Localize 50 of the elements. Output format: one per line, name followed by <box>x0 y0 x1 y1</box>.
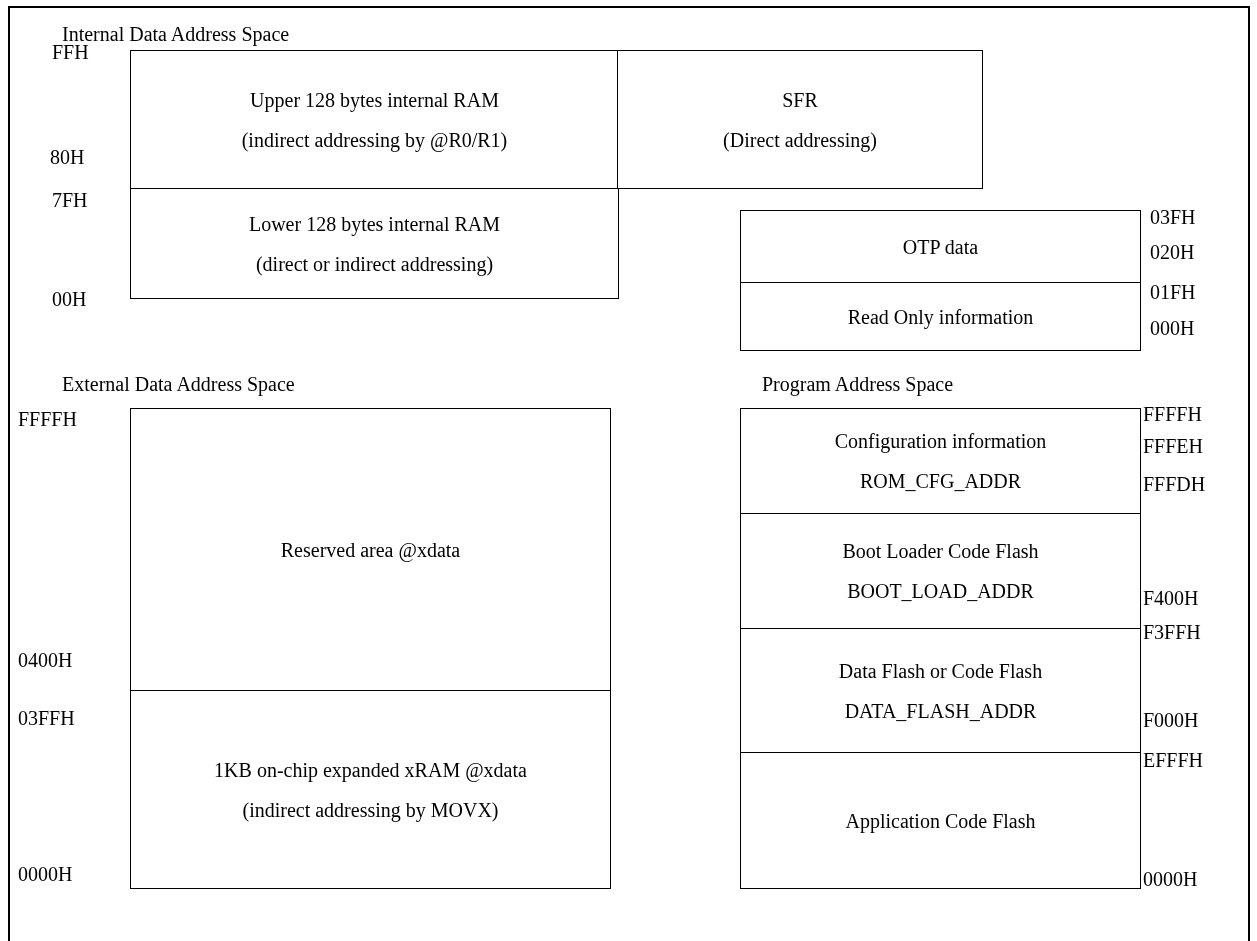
address-label: 0000H <box>18 862 73 886</box>
region-label: DATA_FLASH_ADDR <box>844 698 1037 724</box>
memory-region-box <box>130 50 619 189</box>
region-label: BOOT_LOAD_ADDR <box>847 579 1034 604</box>
address-label: FFFEH <box>1143 434 1204 458</box>
region-label: Data Flash or Code Flash <box>838 658 1043 684</box>
address-label: 03FFH <box>18 706 75 730</box>
address-label: F400H <box>1143 586 1199 610</box>
memory-region-box <box>740 752 1141 889</box>
region-label: SFR <box>782 87 818 113</box>
memory-region-box <box>740 282 1141 351</box>
address-label: 7FH <box>52 188 88 212</box>
region-label: (indirect addressing by @R0/R1) <box>241 127 508 154</box>
region-label: 1KB on-chip expanded xRAM @xdata <box>214 757 527 784</box>
address-label: F3FFH <box>1143 620 1201 644</box>
address-label: 03FH <box>1150 205 1196 229</box>
memory-region-box <box>130 408 611 691</box>
memory-region-box <box>740 408 1141 514</box>
region-label: Application Code Flash <box>845 808 1036 835</box>
memory-region-box <box>740 513 1141 629</box>
region-label: ROM_CFG_ADDR <box>859 469 1022 494</box>
address-label: 0000H <box>1143 867 1198 891</box>
region-label: Boot Loader Code Flash <box>842 539 1039 564</box>
region-label: (Direct addressing) <box>723 127 877 154</box>
address-label: 0400H <box>18 648 73 672</box>
region-label: Upper 128 bytes internal RAM <box>250 87 499 114</box>
region-label: Configuration information <box>834 429 1047 455</box>
memory-region-box <box>130 188 619 299</box>
region-label: OTP data <box>902 234 979 260</box>
address-label: F000H <box>1143 708 1199 732</box>
memory-region-box <box>617 50 983 189</box>
section-heading: External Data Address Space <box>62 372 295 396</box>
section-heading: Program Address Space <box>762 372 954 396</box>
address-label: 01FH <box>1150 280 1196 304</box>
memory-region-box <box>740 628 1141 753</box>
address-label: FFFDH <box>1143 472 1206 496</box>
region-label: (direct or indirect addressing) <box>255 251 494 278</box>
region-label: Lower 128 bytes internal RAM <box>248 211 501 238</box>
address-label: 000H <box>1150 316 1195 340</box>
memory-region-box <box>130 690 611 889</box>
region-label: Read Only information <box>847 304 1034 331</box>
region-label: Reserved area @xdata <box>280 537 461 564</box>
address-label: 00H <box>52 287 87 311</box>
memory-region-box <box>740 210 1141 283</box>
address-label: FFFFH <box>1143 402 1202 426</box>
address-label: FFFFH <box>18 407 77 431</box>
address-label: EFFFH <box>1143 748 1204 772</box>
region-label: (indirect addressing by MOVX) <box>242 797 499 824</box>
address-label: 020H <box>1150 240 1195 264</box>
address-label: 80H <box>50 145 85 169</box>
